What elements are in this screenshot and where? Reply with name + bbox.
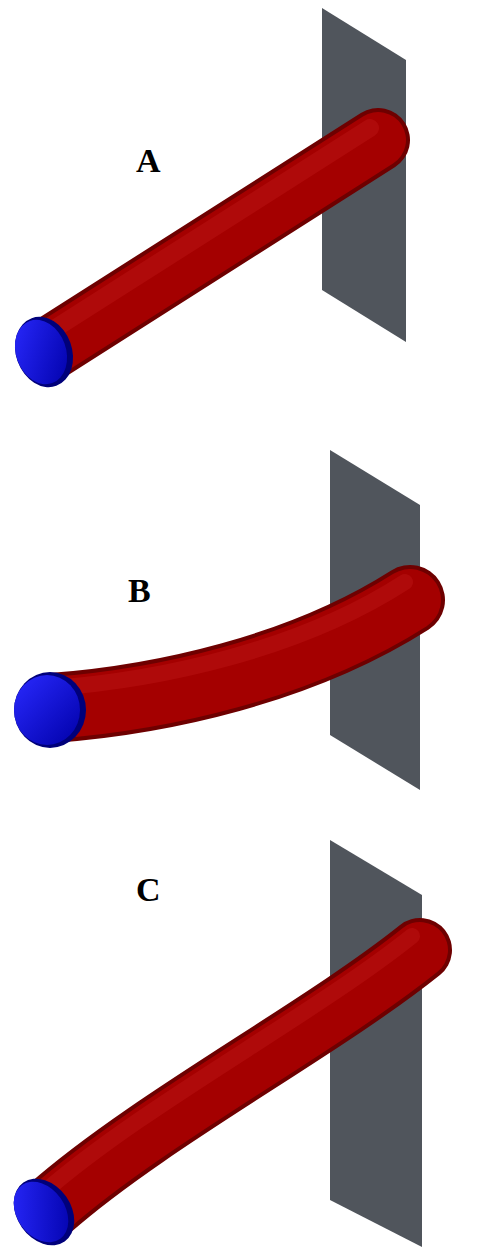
panel-label: B [128, 574, 151, 608]
panel-label: C [136, 873, 161, 907]
end-cap [5, 309, 82, 396]
bent-beam [52, 582, 410, 708]
curved-beam [42, 936, 420, 1208]
end-cap [14, 672, 86, 748]
panel-label: A [136, 144, 161, 178]
end-cap [2, 1171, 79, 1247]
end-cap [1, 1167, 87, 1247]
end-cap [6, 312, 76, 391]
end-cap [14, 675, 80, 745]
straight-beam [40, 128, 378, 350]
